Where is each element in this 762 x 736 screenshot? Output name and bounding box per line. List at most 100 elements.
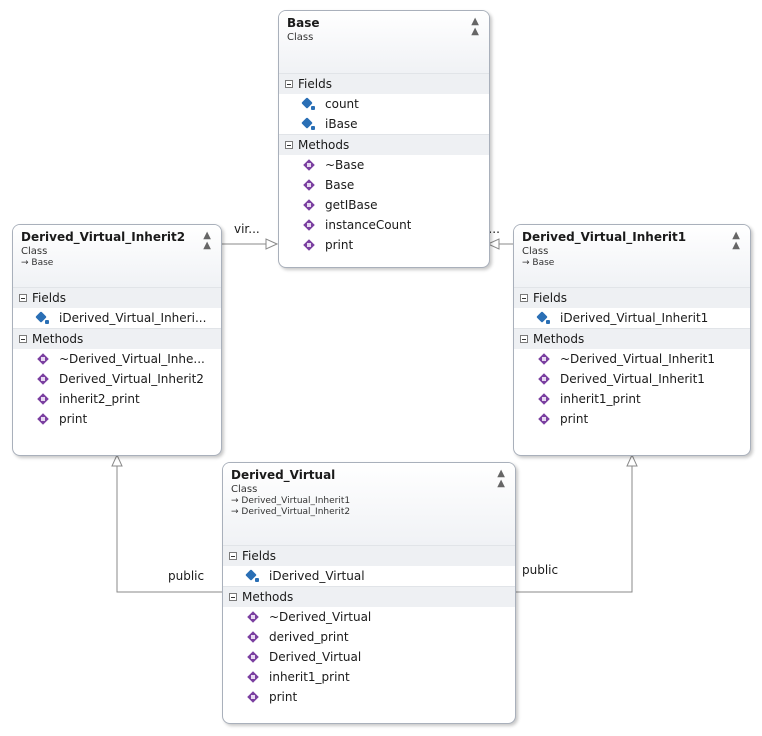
field-item[interactable]: iDerived_Virtual_Inheri...: [13, 308, 221, 328]
double-chevron-up-icon[interactable]: ▲▲: [471, 16, 479, 37]
method-label: inherit2_print: [59, 392, 140, 406]
fields-section-header[interactable]: Fields: [13, 287, 221, 308]
method-label: instanceCount: [325, 218, 412, 232]
method-icon: [538, 393, 550, 405]
field-label: iBase: [325, 117, 358, 131]
field-label: count: [325, 97, 359, 111]
inherits-item: → Derived_Virtual_Inherit1: [231, 496, 351, 506]
field-label: iDerived_Virtual_Inherit1: [560, 311, 709, 325]
method-label: Derived_Virtual_Inherit1: [560, 372, 705, 386]
field-item[interactable]: iDerived_Virtual_Inherit1: [514, 308, 750, 328]
field-item[interactable]: iDerived_Virtual: [223, 566, 515, 586]
class-name: Derived_Virtual_Inherit1: [522, 230, 687, 244]
method-label: Base: [325, 178, 355, 192]
method-item[interactable]: ~Derived_Virtual: [223, 607, 515, 627]
method-item[interactable]: print: [514, 409, 750, 429]
method-label: getIBase: [325, 198, 378, 212]
method-item[interactable]: getIBase: [279, 195, 489, 215]
minus-box-icon[interactable]: [229, 552, 237, 560]
method-item[interactable]: inherit2_print: [13, 389, 221, 409]
method-item[interactable]: Derived_Virtual_Inherit2: [13, 369, 221, 389]
method-item[interactable]: Base: [279, 175, 489, 195]
method-item[interactable]: ~Derived_Virtual_Inherit1: [514, 349, 750, 369]
method-item[interactable]: print: [13, 409, 221, 429]
class-name: Derived_Virtual_Inherit2: [21, 230, 186, 244]
minus-box-icon[interactable]: [19, 335, 27, 343]
minus-box-icon[interactable]: [285, 141, 293, 149]
class-stereotype: Class: [287, 32, 314, 43]
class-header: Base Class ▲▲: [279, 11, 489, 73]
method-icon: [538, 353, 550, 365]
connector-label-public-right: public: [522, 563, 559, 577]
method-label: derived_print: [269, 630, 349, 644]
methods-section-header[interactable]: Methods: [13, 328, 221, 349]
method-icon: [37, 393, 49, 405]
method-label: inherit1_print: [560, 392, 641, 406]
method-item[interactable]: instanceCount: [279, 215, 489, 235]
fields-section-header[interactable]: Fields: [279, 73, 489, 94]
field-label: iDerived_Virtual_Inheri...: [59, 311, 207, 325]
class-name: Base: [287, 16, 320, 30]
method-item[interactable]: derived_print: [223, 627, 515, 647]
section-label: Fields: [533, 291, 567, 305]
method-icon: [303, 199, 315, 211]
method-item[interactable]: Derived_Virtual_Inherit1: [514, 369, 750, 389]
arrowhead-derived-to-inherit2: [111, 453, 123, 467]
minus-box-icon[interactable]: [19, 294, 27, 302]
method-icon: [247, 671, 259, 683]
methods-section-header[interactable]: Methods: [514, 328, 750, 349]
section-label: Methods: [298, 138, 350, 152]
method-icon: [247, 631, 259, 643]
minus-box-icon[interactable]: [229, 593, 237, 601]
inherits-item: → Base: [522, 258, 555, 268]
method-icon: [303, 239, 315, 251]
methods-section-header[interactable]: Methods: [279, 134, 489, 155]
method-item[interactable]: print: [279, 235, 489, 255]
field-item[interactable]: iBase: [279, 114, 489, 134]
class-box-base[interactable]: Base Class ▲▲ Fields count iBase Methods…: [278, 10, 490, 268]
method-icon: [37, 413, 49, 425]
methods-section-header[interactable]: Methods: [223, 586, 515, 607]
section-label: Methods: [533, 332, 585, 346]
method-item[interactable]: print: [223, 687, 515, 707]
arrowhead-derived-to-inherit1: [626, 453, 638, 467]
class-stereotype: Class: [522, 246, 549, 257]
class-header: Derived_Virtual_Inherit2 Class → Base ▲▲: [13, 225, 221, 287]
class-box-derived-virtual-inherit2[interactable]: Derived_Virtual_Inherit2 Class → Base ▲▲…: [12, 224, 222, 456]
double-chevron-up-icon[interactable]: ▲▲: [732, 230, 740, 251]
method-icon: [37, 353, 49, 365]
method-label: print: [325, 238, 354, 252]
method-icon: [247, 691, 259, 703]
fields-section-header[interactable]: Fields: [514, 287, 750, 308]
field-icon: [538, 312, 550, 324]
method-icon: [538, 413, 550, 425]
section-label: Methods: [32, 332, 84, 346]
field-item[interactable]: count: [279, 94, 489, 114]
arrowhead-inherit2-to-base: [265, 238, 279, 250]
method-item[interactable]: inherit1_print: [514, 389, 750, 409]
double-chevron-up-icon[interactable]: ▲▲: [497, 468, 505, 489]
section-label: Methods: [242, 590, 294, 604]
method-label: ~Derived_Virtual_Inhe...: [59, 352, 205, 366]
fields-section-header[interactable]: Fields: [223, 545, 515, 566]
section-label: Fields: [242, 549, 276, 563]
class-stereotype: Class: [231, 484, 258, 495]
method-icon: [303, 179, 315, 191]
method-item[interactable]: ~Base: [279, 155, 489, 175]
field-icon: [37, 312, 49, 324]
field-icon: [303, 118, 315, 130]
class-box-derived-virtual[interactable]: Derived_Virtual Class → Derived_Virtual_…: [222, 462, 516, 724]
field-icon: [303, 98, 315, 110]
minus-box-icon[interactable]: [520, 335, 528, 343]
minus-box-icon[interactable]: [285, 80, 293, 88]
class-box-derived-virtual-inherit1[interactable]: Derived_Virtual_Inherit1 Class → Base ▲▲…: [513, 224, 751, 456]
method-item[interactable]: inherit1_print: [223, 667, 515, 687]
minus-box-icon[interactable]: [520, 294, 528, 302]
double-chevron-up-icon[interactable]: ▲▲: [203, 230, 211, 251]
method-label: inherit1_print: [269, 670, 350, 684]
method-item[interactable]: Derived_Virtual: [223, 647, 515, 667]
inherits-item: → Derived_Virtual_Inherit2: [231, 507, 351, 517]
method-label: print: [560, 412, 589, 426]
method-item[interactable]: ~Derived_Virtual_Inhe...: [13, 349, 221, 369]
